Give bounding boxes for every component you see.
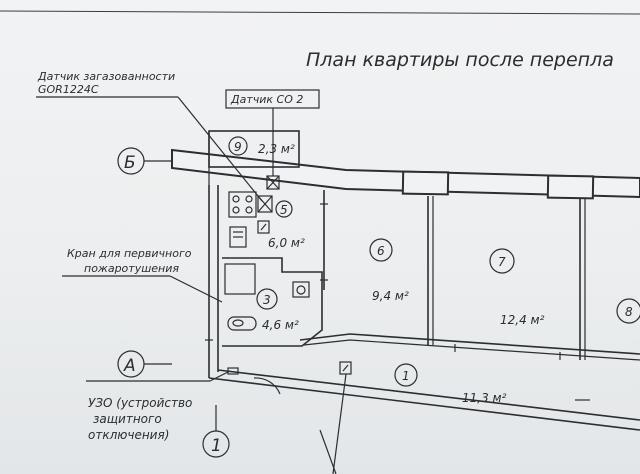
bathroom-walls [222,257,323,347]
gas-sensor-label-1: Датчик загазованности [37,70,175,83]
wall-ticks [205,203,590,401]
sink-icon [229,226,247,248]
room-9-number: 9 [234,140,242,154]
corridor-wall [299,333,640,361]
interior-left-wall [208,185,640,431]
room-6-area: 9,4 м² [372,289,409,303]
washbasin-icon [292,281,310,298]
room-1-area: 11,3 м² [462,391,507,405]
room-3: 3 4,6 м² [256,288,299,332]
entrance-door [253,377,281,395]
room-7-number: 7 [498,255,506,269]
room-1: 1 11,3 м² [394,363,507,405]
room-8-number: 8 [625,305,633,319]
hydrant-label-1: Кран для первичного [67,247,192,260]
uzo-label-2: защитного [93,412,162,426]
room-6-number: 6 [377,244,385,258]
room-5-area: 6,0 м² [268,236,305,250]
bathtub-icon [224,263,256,295]
hydrant-label-2: пожаротушения [84,262,179,275]
room-7: 7 12,4 м² [489,248,545,327]
room-9-area: 2,3 м² [258,142,295,156]
uzo-box [227,367,239,375]
room-7-area: 12,4 м² [500,313,545,327]
room-5-number: 5 [280,203,288,217]
plan-title: План квартиры после перепла [306,49,614,71]
axis-a-marker: А [117,350,172,378]
uzo-label-1: УЗО (устройство [88,396,192,410]
room-3-number: 3 [263,293,271,307]
room-6: 6 9,4 м² [369,238,409,303]
uzo-label-3: отключения) [88,428,169,442]
uzo-callout: УЗО (устройство защитного отключения) [86,370,231,442]
axis-1-marker: 1 [202,405,230,458]
axis-a-label: А [123,356,136,376]
axis-1-label: 1 [211,436,222,456]
exterior-wall-top [171,148,640,200]
gas-sensor-label-2: GOR1224C [38,83,99,96]
co-sensor-label: Датчик CO 2 [230,93,303,106]
axis-b-marker: Б [117,147,172,175]
room-1-number: 1 [402,369,410,383]
room-8: 8 [616,298,640,324]
toilet-icon [227,316,257,331]
sheet-border [0,10,640,15]
room-9: 9 2,3 м² [228,136,295,156]
gas-sensor-callout: Датчик загазованности GOR1224C [36,70,263,202]
co-sensor-callout: Датчик CO 2 [225,89,320,176]
hydrant-callout: Кран для первичного пожаротушения [62,247,223,303]
stove-icon [228,191,257,218]
room-3-area: 4,6 м² [262,318,299,332]
room-5: 5 6,0 м² [268,200,305,250]
room-9-box [208,130,300,185]
axis-b-label: Б [124,153,136,173]
